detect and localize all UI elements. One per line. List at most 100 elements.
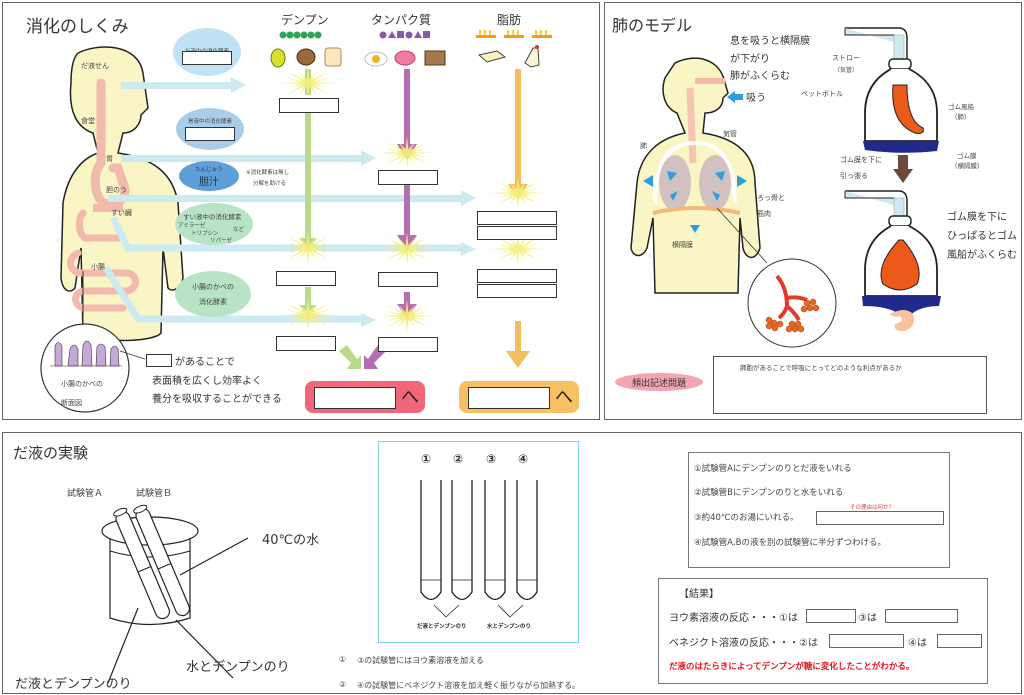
starch-answer-box-2[interactable] [276, 271, 336, 286]
blood-destination-answer[interactable] [314, 387, 396, 409]
digestion-starbursts [278, 66, 548, 333]
membrane-label-1: ゴム膜 [957, 152, 977, 160]
result-text-2: ひっぱるとゴム [947, 231, 1017, 242]
torso-lung-illustration [630, 57, 761, 294]
tube-number-2: ② [453, 452, 464, 466]
benedict-tube-4-answer[interactable] [937, 634, 982, 648]
step-3-reason-box[interactable] [816, 511, 944, 525]
beaker-illustration [101, 504, 249, 684]
trachea-label: 気管 [723, 130, 737, 138]
ribs-label-2: 筋肉 [757, 210, 771, 218]
saliva-experiment-panel: だ液の実験 試験管Ａ 試験管Ｂ 40℃の水 だ液とデンプンのり 水とデンプンのり… [2, 432, 1022, 694]
bottle-label: ペットボトル [801, 90, 843, 98]
inhale-label: 吸う [746, 93, 766, 104]
organ-label-esophagus: 食堂 [81, 117, 95, 125]
step-3: ③約40℃のお湯にいれる。 [694, 513, 799, 523]
membrane-label-2: （横隔膜） [951, 162, 984, 170]
protein-chain-icon [379, 31, 430, 39]
inhale-text-1: 息を吸うと横隔膜 [730, 36, 810, 47]
flow-arrow-head [231, 77, 246, 93]
butter-icon [477, 50, 507, 63]
villi-text-2: 表面積を広くし効率よく [152, 376, 262, 387]
destination-suffix-2: へ [555, 387, 573, 408]
flow-arrow-pancreas [109, 216, 463, 252]
saliva-starch-label: だ液とデンプンのり [15, 677, 132, 692]
pancreatic-enzyme-ellipse [175, 203, 253, 245]
instruction-1-text: ③の試験管にはヨウ素溶液を加える [357, 656, 484, 665]
straw-label-2: （気管） [834, 67, 859, 74]
trypsin-label: トリプシン [191, 231, 219, 237]
villi-caption-2: 断面図 [61, 399, 82, 407]
intestinal-enzyme-ellipse: 小腸のかべの 消化酵素 [175, 271, 251, 317]
step-4: ④試験管A,Bの液を別の試験管に半分ずつわける。 [694, 538, 886, 548]
step-3-hint: その理由は何か？ [850, 505, 895, 511]
digestion-panel: 消化のしくみ だ液せん 食堂 胃 胆のう すい臓 小腸 だ液中の消化酵素 [2, 2, 600, 420]
water-label: 40℃の水 [262, 533, 320, 548]
fat-answer-box-1[interactable] [477, 211, 557, 225]
gastric-enzyme-answer-box[interactable] [185, 127, 235, 141]
villi-answer-box[interactable] [146, 354, 172, 367]
four-test-tubes [420, 480, 538, 618]
ribs-label-1: ろっ骨と [757, 194, 785, 202]
villi-cross-section [40, 271, 146, 413]
inhale-text-3: 肺がふくらむ [730, 71, 790, 82]
starburst-icon [488, 232, 548, 266]
corn-icon [270, 48, 286, 68]
organ-label-gallbladder: 胆のう [106, 186, 127, 194]
iodine-tube-1-answer[interactable] [806, 609, 856, 623]
natto-icon [424, 50, 446, 66]
result-text-3: 風船がふくらむ [947, 250, 1017, 261]
pancreatic-enzyme-label: すい液中の消化酵素 [183, 213, 242, 221]
results-conclusion: だ液のはたらきによってデンプンが糖に変化したことがわかる。 [669, 662, 915, 672]
results-box: 【結果】 ヨウ素溶液の反応・・・①は ③は ベネジクト溶液の反応・・・②は ④は… [658, 578, 988, 684]
column-label-starch: デンプン [281, 13, 329, 27]
organ-label-pancreas: すい臓 [111, 209, 132, 217]
iodine-reaction-label: ヨウ素溶液の反応・・・①は [669, 613, 798, 624]
organ-label-salivary: だ液せん [81, 62, 109, 70]
starch-chain-icon [279, 31, 322, 39]
flow-arrow-saliva [121, 82, 231, 89]
alveoli-question-box[interactable]: 肺胞があることで呼吸にとってどのような利点があるか [713, 356, 987, 414]
results-title: 【結果】 [679, 589, 719, 600]
bread-icon [324, 47, 342, 67]
iodine-tube-3-answer[interactable] [885, 609, 958, 623]
tube-number-3: ③ [486, 452, 497, 466]
balloon-label-2: （肺） [951, 113, 971, 121]
inhale-arrow-icon [727, 91, 743, 103]
starch-answer-box-3[interactable] [276, 336, 336, 351]
lung-label: 肺 [640, 142, 647, 150]
starburst-icon [278, 66, 338, 100]
step-2: ②試験管Bにデンプンのりと水をいれる [694, 488, 844, 498]
exam-badge: 頻出記述問題 [615, 373, 703, 391]
flow-arrow-gallbladder [108, 195, 463, 202]
alveoli-detail-illustration [716, 207, 837, 348]
fat-answer-box-2[interactable] [477, 226, 557, 240]
instruction-1-num: ① [339, 655, 347, 664]
lymph-destination-answer[interactable] [468, 387, 550, 409]
result-text-1: ゴム膜を下に [947, 212, 1007, 223]
saliva-enzyme-answer-box[interactable] [182, 51, 232, 65]
starburst-icon [377, 136, 437, 170]
fat-answer-box-3[interactable] [477, 269, 557, 283]
amylase-label: アミラーゼ [178, 223, 206, 229]
protein-answer-box-3[interactable] [378, 337, 438, 352]
inhale-text-2: が下がり [730, 54, 770, 65]
benedict-tube-2-answer[interactable] [829, 634, 904, 648]
potato-icon [296, 48, 316, 66]
tube-number-4: ④ [518, 452, 529, 466]
bile-ellipse: たんじゅう 胆汁 [179, 161, 239, 191]
fat-answer-box-4[interactable] [477, 284, 557, 298]
protein-answer-box-2[interactable] [378, 272, 438, 287]
lung-model-panel: 肺のモデル 息を吸うと横隔膜 が下がり 肺がふくらむ 吸う 気管 肺 ろっ骨と … [604, 2, 1022, 420]
starch-answer-box-1[interactable] [279, 98, 339, 113]
expansion-arrows-icon [643, 171, 747, 233]
food-molecule-icons [270, 30, 552, 68]
step-1: ①試験管Aにデンプンのりとだ液をいれる [694, 464, 852, 474]
bottle-model-inflated [844, 190, 941, 332]
protein-answer-box-1[interactable] [378, 170, 438, 185]
villi-text-3: 養分を吸収することができる [152, 394, 282, 405]
benedict-tube-4-label: ④は [908, 638, 927, 649]
pull-down-arrow-icon [893, 155, 913, 183]
tube-group-1-label: だ液とデンプンのり [417, 624, 467, 630]
pull-label-1: ゴム膜を下に [840, 156, 882, 164]
